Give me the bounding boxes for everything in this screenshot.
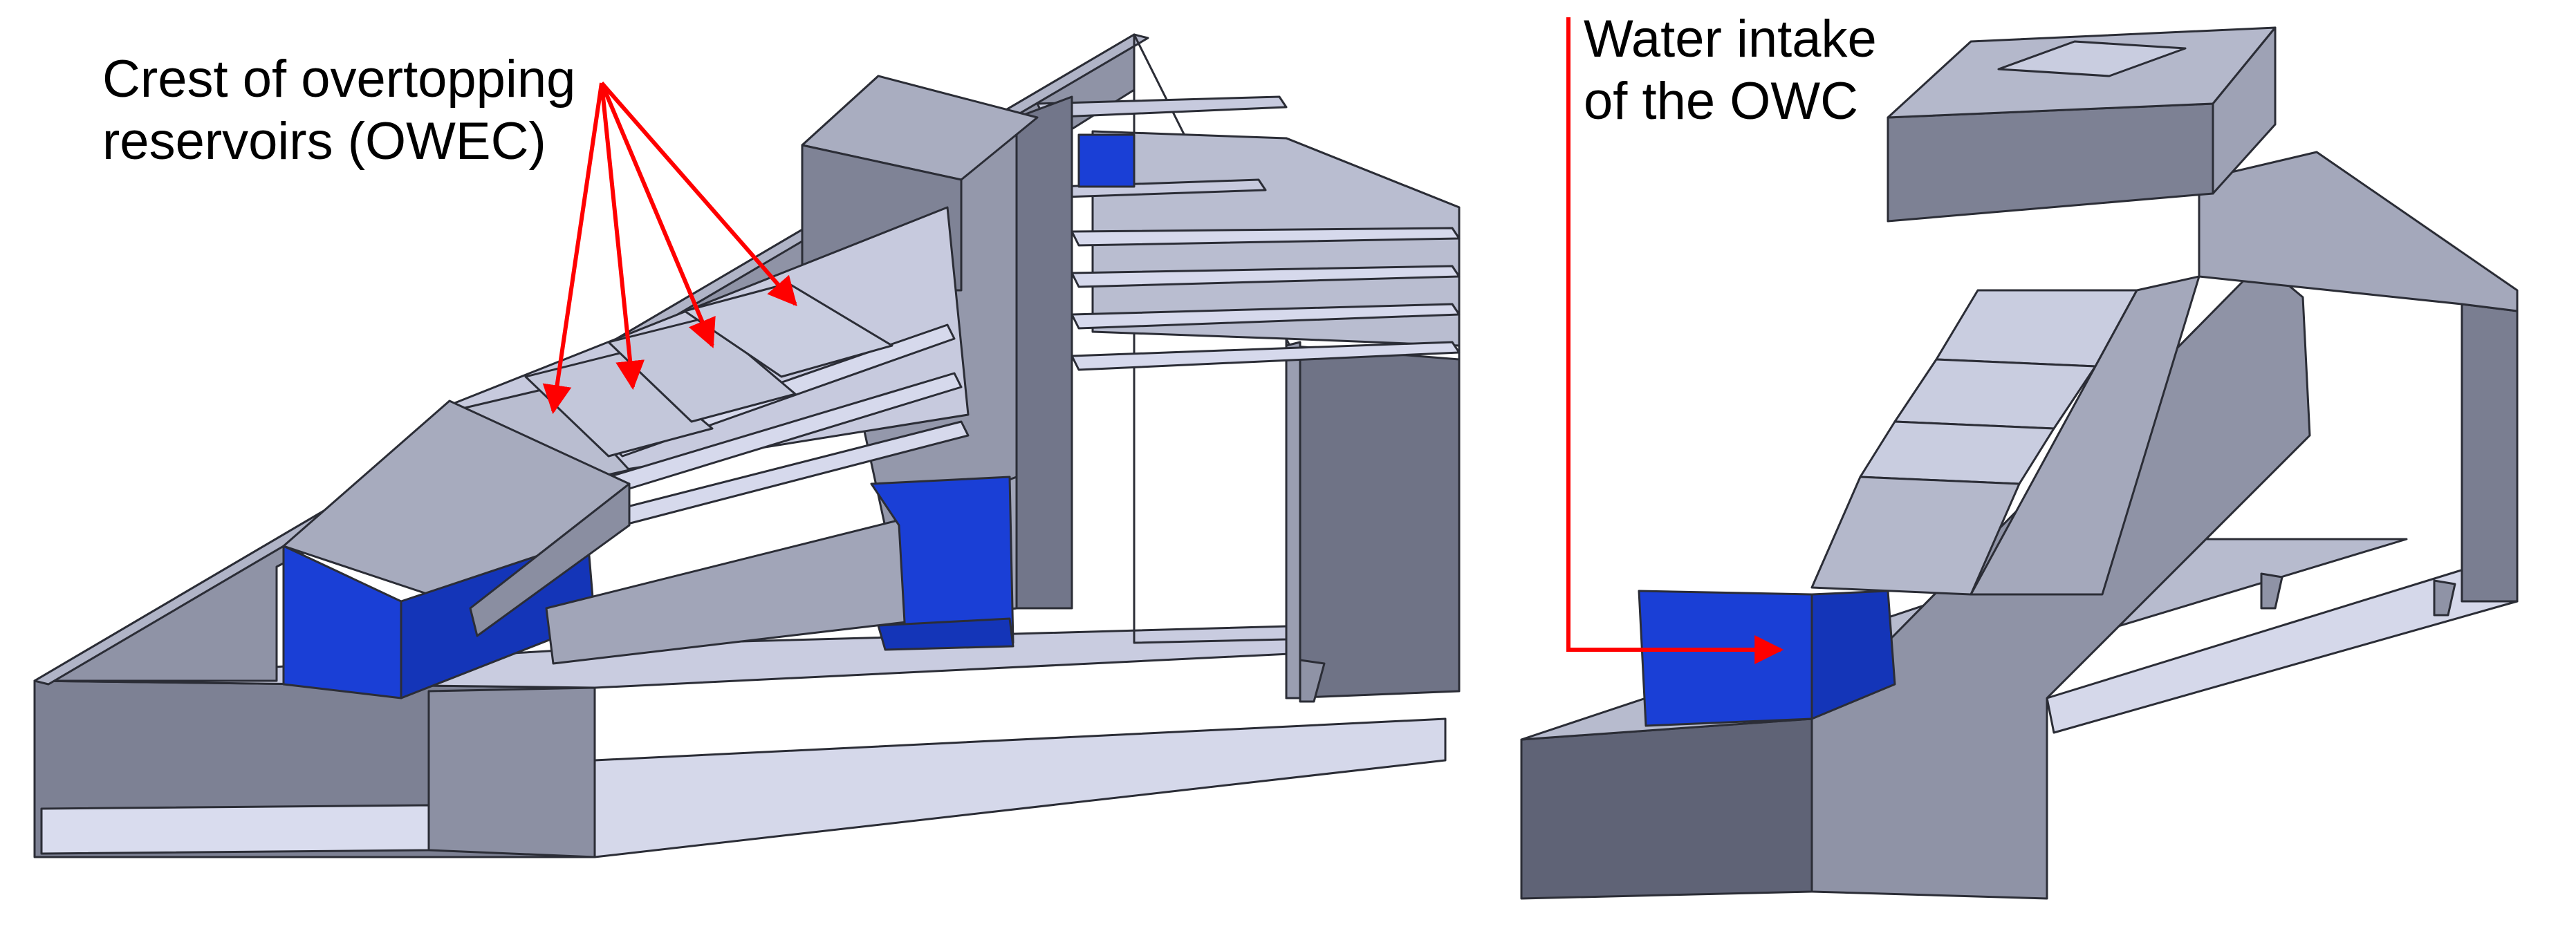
- owec-label-line1: Crest of overtopping: [102, 50, 575, 109]
- curved-blue-duct-bottom: [877, 617, 1014, 651]
- reservoir-floor-1: [1071, 227, 1461, 247]
- owc-plate-3: [1859, 420, 2055, 485]
- owc-label-line1: Water intake: [1584, 10, 1877, 68]
- right-frame-face: [1285, 341, 1301, 699]
- owc-model: [1520, 26, 2519, 900]
- owc-intake-blue-side: [1810, 590, 1896, 720]
- crest-plate-2: [524, 351, 714, 458]
- owec-arrow-4: [600, 82, 797, 307]
- owc-label-line2: of the OWC: [1584, 72, 1858, 131]
- owc-leader-line: [1566, 17, 1784, 664]
- intake-box-side: [469, 482, 631, 637]
- gusset-1: [1299, 659, 1326, 703]
- chimney-side: [1015, 95, 1073, 610]
- owc-plate-2: [1893, 358, 2097, 430]
- right-frame-post: [1285, 344, 1461, 699]
- owc-gusset-1: [2260, 572, 2283, 610]
- owec-label-line2: reservoirs (OWEC): [102, 112, 546, 171]
- owec-callout-arrows: [542, 82, 797, 415]
- owc-intake-blue-front: [1638, 590, 1813, 727]
- owc-gusset-2: [2433, 579, 2456, 617]
- owec-model: [33, 33, 1461, 858]
- owc-top-block-front: [1887, 102, 2214, 223]
- crest-plate-4: [683, 282, 893, 378]
- owc-lid-plate: [1997, 40, 2187, 77]
- reservoir-floor-3: [1071, 303, 1461, 330]
- owc-top-block-side: [2212, 26, 2277, 195]
- owc-base-front: [1520, 717, 1813, 900]
- owc-callout-arrow: [1566, 17, 1784, 664]
- base-box-inner-wall: [427, 686, 596, 858]
- owec-arrow-1: [542, 82, 604, 415]
- crest-plate-3: [607, 317, 797, 423]
- reservoir-floor-2: [1071, 265, 1461, 288]
- owec-arrow-2: [600, 82, 645, 391]
- owc-right-frame: [2461, 303, 2519, 603]
- reservoir-floor-4: [1071, 341, 1461, 371]
- upper-blue-duct: [1077, 133, 1136, 188]
- base-floor: [593, 717, 1447, 858]
- owec-arrow-3: [600, 82, 716, 348]
- base-box-lower-light: [40, 804, 430, 855]
- owc-chamber-wall: [1970, 275, 2200, 596]
